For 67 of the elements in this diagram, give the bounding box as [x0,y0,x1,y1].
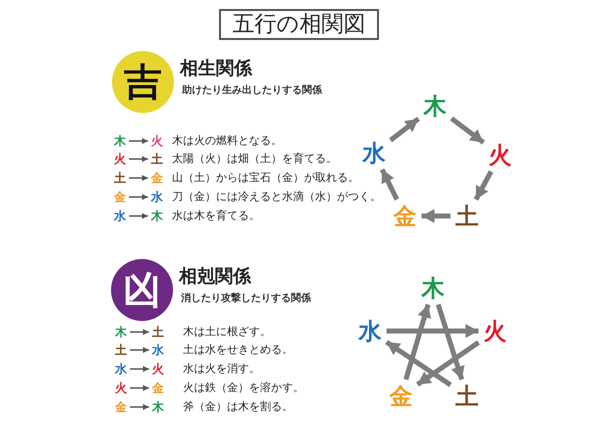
badge-circle: 吉 [112,51,174,113]
element-text: 木 [151,210,163,222]
arrow [380,168,400,201]
badge-circle: 凶 [111,259,173,321]
element-text: 水 [362,142,386,164]
element-text: 土 [456,384,478,408]
element-text: 金 [115,401,127,413]
arrow [385,340,452,388]
element-text: 金 [394,204,416,228]
element-text: 火 [488,144,512,166]
arrow [129,156,148,162]
element-text: 金 [390,384,412,408]
element-text: 火 [484,320,506,342]
element-text: 土 [151,153,163,165]
arrow [129,175,148,181]
element-text: 水 [151,191,163,203]
element-text: 木 [115,326,127,338]
description-text: 火は鉄（金）を溶かす。 [183,381,304,395]
arrow [450,116,485,145]
arrow [130,347,149,353]
element-text: 土 [115,344,127,356]
title-box: 五行の相関図 [219,9,379,40]
heading-text: 相生関係 [180,59,252,79]
description-text: 土は水をせきとめる。 [183,343,293,357]
element-text: 土 [114,172,126,184]
arrow [130,404,149,410]
element-text: 木 [422,276,444,300]
arrow [129,138,148,144]
description-text: 刀（金）には冷えると水滴（水）がつく。 [172,190,381,204]
element-text: 木 [114,135,126,147]
arrow [388,116,420,142]
element-text: 火 [152,363,164,375]
element-text: 火 [151,135,163,147]
element-text: 金 [114,191,126,203]
element-text: 火 [115,382,127,394]
subheading-text: 消したり攻撃したりする関係 [181,293,311,305]
element-text: 水 [115,363,127,375]
arrow [386,324,478,338]
arrow [130,366,149,372]
element-text: 水 [358,320,382,342]
arrow [416,340,480,387]
description-text: 太陽（火）は畑（土）を育てる。 [172,152,337,166]
description-text: 木は土に根ざす。 [183,325,271,339]
element-text: 土 [152,326,164,338]
subheading-text: 助けたり生み出したりする関係 [182,85,322,97]
element-text: 水 [114,210,126,222]
arrow [129,194,148,200]
element-text: 水 [152,344,164,356]
element-text: 木 [152,401,164,413]
description-text: 水は木を育てる。 [172,209,260,223]
description-text: 水は火を消す。 [183,362,260,376]
element-text: 金 [152,382,164,394]
arrow [404,304,432,380]
description-text: 斧（金）は木を割る。 [183,400,293,414]
element-text: 土 [456,204,478,228]
arrow [130,385,149,391]
element-text: 火 [114,153,126,165]
description-text: 木は火の燃料となる。 [172,134,282,148]
arrow [474,170,494,201]
arrow [130,329,149,335]
element-text: 木 [424,94,446,118]
heading-text: 相剋関係 [179,267,251,287]
arrow [436,304,465,380]
element-text: 金 [151,172,163,184]
arrow [129,213,148,219]
description-text: 山（土）からは宝石（金）が取れる。 [172,171,359,185]
arrow [422,209,450,223]
